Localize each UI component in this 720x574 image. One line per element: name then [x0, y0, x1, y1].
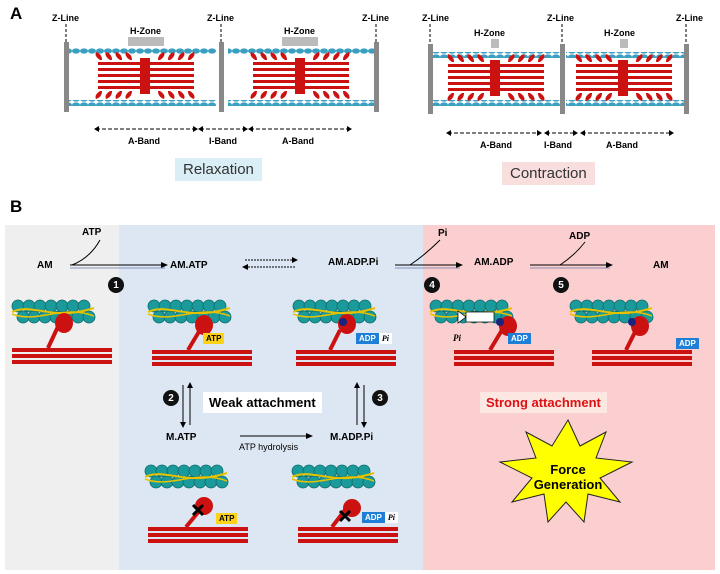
species-am-atp: AM.ATP	[170, 260, 208, 271]
h-zone-label: H-Zone	[284, 26, 315, 36]
z-line-label: Z-Line	[52, 13, 79, 23]
panel-b-letter: B	[10, 197, 23, 216]
contraction-label: Contraction	[502, 162, 595, 185]
species-am-end: AM	[653, 260, 669, 271]
step-1-badge: 1	[108, 277, 124, 293]
relaxation-label: Relaxation	[175, 158, 262, 181]
rigor-region	[5, 225, 119, 570]
i-band-label: I-Band	[209, 136, 237, 146]
species-m-adp-pi: M.ADP.Pi	[330, 432, 374, 443]
species-am-adp: AM.ADP	[474, 257, 514, 268]
left-sarcomere-pair	[64, 24, 379, 132]
z-line-label: Z-Line	[207, 13, 234, 23]
force-generation-label: Force Generation	[528, 462, 608, 492]
adp-output-label: ADP	[569, 231, 591, 242]
step-3-badge: 3	[372, 390, 388, 406]
species-am: AM	[37, 260, 53, 271]
z-line-label: Z-Line	[422, 13, 449, 23]
a-band-label: A-Band	[480, 140, 512, 150]
z-line-label: Z-Line	[362, 13, 389, 23]
step-5-badge: 5	[553, 277, 569, 293]
adp-tag-part: ADP	[362, 512, 385, 523]
released-pi-label: Pi	[453, 333, 461, 343]
pi-output-label: Pi	[438, 228, 448, 239]
z-line-label: Z-Line	[547, 13, 574, 23]
force-line-2: Generation	[533, 477, 603, 492]
hydrolysis-label: ATP hydrolysis	[239, 442, 299, 452]
pi-tag-part: Pi	[378, 333, 392, 344]
species-am-adp-pi: AM.ADP.Pi	[328, 257, 379, 268]
species-m-atp: M.ATP	[166, 432, 197, 443]
a-band-label: A-Band	[282, 136, 314, 146]
a-band-label: A-Band	[128, 136, 160, 146]
i-band-label: I-Band	[544, 140, 572, 150]
adp-tag: ADP	[676, 338, 699, 349]
force-line-1: Force	[550, 462, 586, 477]
weak-attachment-label: Weak attachment	[203, 392, 322, 413]
adp-tag: ADP	[508, 333, 531, 344]
a-band-label: A-Band	[606, 140, 638, 150]
step-4-badge: 4	[424, 277, 440, 293]
atp-tag: ATP	[216, 513, 238, 524]
h-zone-label: H-Zone	[130, 26, 161, 36]
h-zone-label: H-Zone	[474, 28, 505, 38]
atp-input-label: ATP	[82, 227, 102, 238]
z-line-label: Z-Line	[676, 13, 703, 23]
strong-attachment-label: Strong attachment	[480, 392, 607, 413]
atp-tag: ATP	[203, 333, 225, 344]
adp-pi-tag: ADP Pi	[362, 512, 398, 523]
panel-a-letter: A	[10, 4, 23, 23]
step-2-badge: 2	[163, 390, 179, 406]
adp-tag-part: ADP	[356, 333, 379, 344]
force-star	[498, 418, 634, 524]
right-sarcomere-pair	[428, 24, 689, 136]
h-zone-label: H-Zone	[604, 28, 635, 38]
pi-tag-part: Pi	[384, 512, 398, 523]
adp-pi-tag: ADP Pi	[356, 333, 392, 344]
